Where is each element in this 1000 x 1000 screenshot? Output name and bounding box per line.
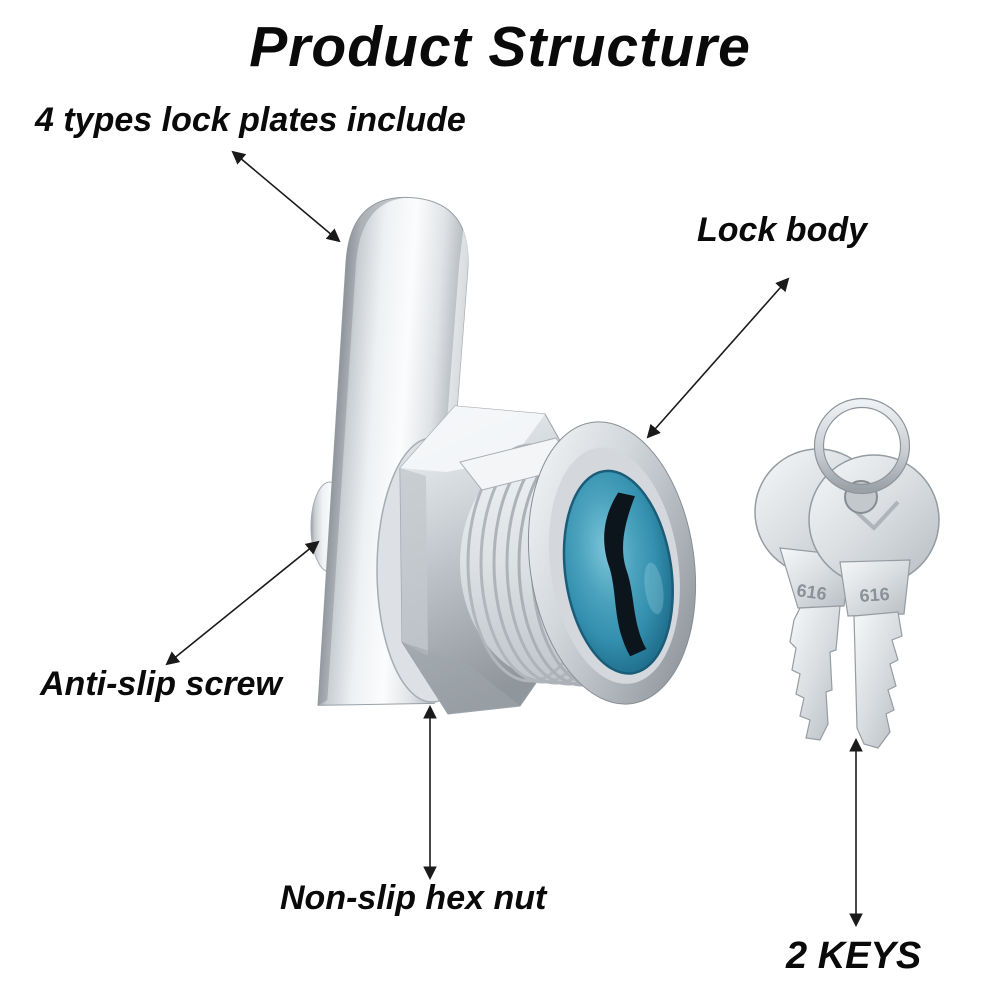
label-anti-slip-screw: Anti-slip screw <box>40 665 282 703</box>
page-title: Product Structure <box>249 15 751 79</box>
keyhole <box>604 492 647 657</box>
label-lock-plates: 4 types lock plates include <box>35 101 466 139</box>
label-hex-nut: Non-slip hex nut <box>280 879 547 917</box>
key-back-blade <box>789 605 841 741</box>
key-ring <box>813 397 911 495</box>
cam-lock-illustration <box>310 196 697 715</box>
lock-face <box>527 421 697 705</box>
arrow-lock-body <box>646 277 790 439</box>
label-2-keys: 2 KEYS <box>786 935 922 977</box>
arrow-anti-slip-screw <box>165 540 320 666</box>
keys-illustration: 616 616 <box>754 397 940 749</box>
key-back-stamp: 616 <box>795 580 828 604</box>
label-lock-body: Lock body <box>697 211 868 249</box>
key-front-shoulder <box>839 559 911 617</box>
arrow-lock-plates <box>231 150 341 243</box>
key-front: 616 <box>808 454 940 749</box>
leader-arrows <box>165 150 863 928</box>
key-front-blade <box>853 611 903 749</box>
key-front-stamp: 616 <box>859 584 890 606</box>
